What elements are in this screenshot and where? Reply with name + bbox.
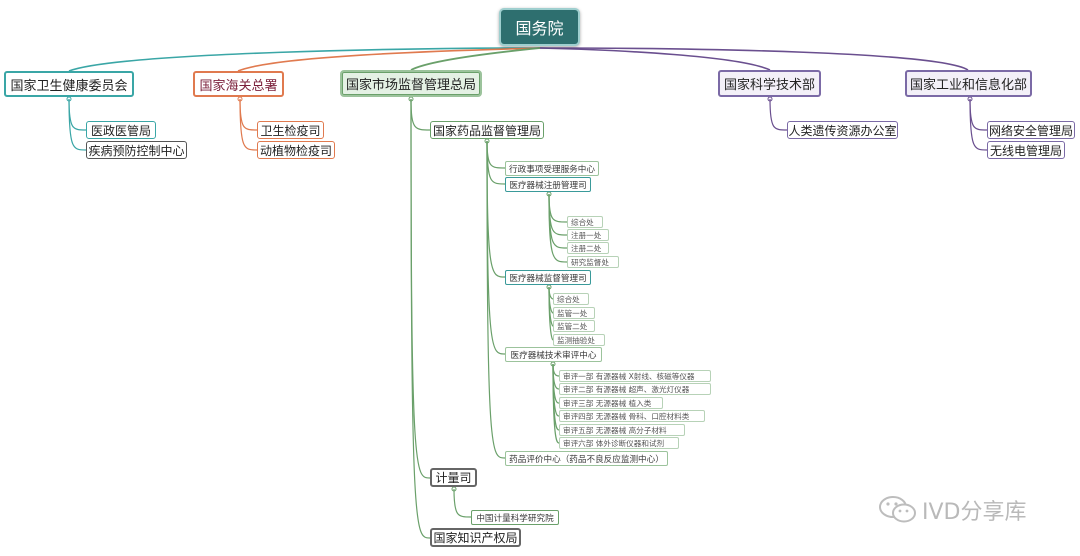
node-review-5[interactable]: 审评五部 无源器械 高分子材料 xyxy=(559,424,685,436)
node-network-security[interactable]: 网络安全管理局 xyxy=(987,121,1075,139)
connector xyxy=(68,47,541,72)
node-cdc[interactable]: 疾病预防控制中心 xyxy=(86,141,187,159)
connector xyxy=(239,98,258,151)
connector xyxy=(410,98,431,479)
node-reg-general[interactable]: 综合处 xyxy=(567,216,603,228)
node-sup-div2[interactable]: 监管二处 xyxy=(553,320,595,332)
connector xyxy=(239,98,258,131)
branch-samr[interactable]: 国家市场监督管理总局 xyxy=(340,70,482,97)
node-drug-evaluation-center[interactable]: 药品评价中心（药品不良反应监测中心） xyxy=(505,451,668,466)
branch-customs[interactable]: 国家海关总署 xyxy=(193,71,284,97)
node-review-2[interactable]: 审评二部 有源器械 超声、激光灯仪器 xyxy=(559,383,711,395)
connector xyxy=(68,98,87,151)
watermark-text: IVD分享库 xyxy=(922,500,1027,525)
node-metrology[interactable]: 计量司 xyxy=(430,468,477,487)
node-cnipa[interactable]: 国家知识产权局 xyxy=(430,528,521,547)
node-sup-div1[interactable]: 监管一处 xyxy=(553,307,595,319)
node-reg-div1[interactable]: 注册一处 xyxy=(567,229,609,241)
connector xyxy=(539,47,771,71)
node-device-supervision[interactable]: 医疗器械监督管理司 xyxy=(505,270,591,285)
node-admin-service-center[interactable]: 行政事项受理服务中心 xyxy=(505,161,599,176)
node-sup-general[interactable]: 综合处 xyxy=(553,293,589,305)
watermark: IVD分享库 xyxy=(878,494,1026,526)
connector xyxy=(552,363,560,444)
node-device-registration[interactable]: 医疗器械注册管理司 xyxy=(505,177,591,192)
connector xyxy=(548,193,568,223)
connector xyxy=(68,98,87,131)
connector xyxy=(486,140,506,169)
connector xyxy=(237,47,541,72)
connector xyxy=(410,98,431,539)
branch-nhc[interactable]: 国家卫生健康委员会 xyxy=(4,71,134,97)
node-sup-sampling[interactable]: 监测抽验处 xyxy=(553,334,605,346)
node-radio-management[interactable]: 无线电管理局 xyxy=(987,141,1065,159)
connector xyxy=(548,193,568,236)
node-nmpa[interactable]: 国家药品监督管理局 xyxy=(430,121,544,139)
connector xyxy=(969,98,988,131)
connector xyxy=(769,98,788,131)
connector xyxy=(969,98,988,151)
connector xyxy=(410,47,541,71)
node-nim[interactable]: 中国计量科学研究院 xyxy=(471,510,559,525)
branch-miit[interactable]: 国家工业和信息化部 xyxy=(905,70,1032,97)
node-cmde[interactable]: 医疗器械技术审评中心 xyxy=(505,347,602,362)
connector xyxy=(548,286,554,341)
branch-most[interactable]: 国家科学技术部 xyxy=(718,70,821,97)
node-review-6[interactable]: 审评六部 体外诊断仪器和试剂 xyxy=(559,437,679,449)
root-node[interactable]: 国务院 xyxy=(499,8,580,46)
node-health-quarantine[interactable]: 卫生检疫司 xyxy=(257,121,324,139)
connector xyxy=(486,140,506,459)
node-review-4[interactable]: 审评四部 无源器械 骨科、口腔材料类 xyxy=(559,410,705,422)
connector xyxy=(410,98,431,131)
node-reg-research[interactable]: 研究监督处 xyxy=(567,256,619,268)
connector xyxy=(453,488,472,518)
wechat-icon xyxy=(878,495,918,525)
connector xyxy=(548,193,568,263)
node-review-1[interactable]: 审评一部 有源器械 X射线、核磁等仪器 xyxy=(559,370,711,382)
node-medical-admin[interactable]: 医政医管局 xyxy=(86,121,156,139)
connector xyxy=(539,47,969,71)
node-animal-plant-quarantine[interactable]: 动植物检疫司 xyxy=(257,141,335,159)
node-reg-div2[interactable]: 注册二处 xyxy=(567,242,609,254)
node-review-3[interactable]: 审评三部 无源器械 植入类 xyxy=(559,397,663,409)
node-genetic-resources-office[interactable]: 人类遗传资源办公室 xyxy=(787,121,898,139)
